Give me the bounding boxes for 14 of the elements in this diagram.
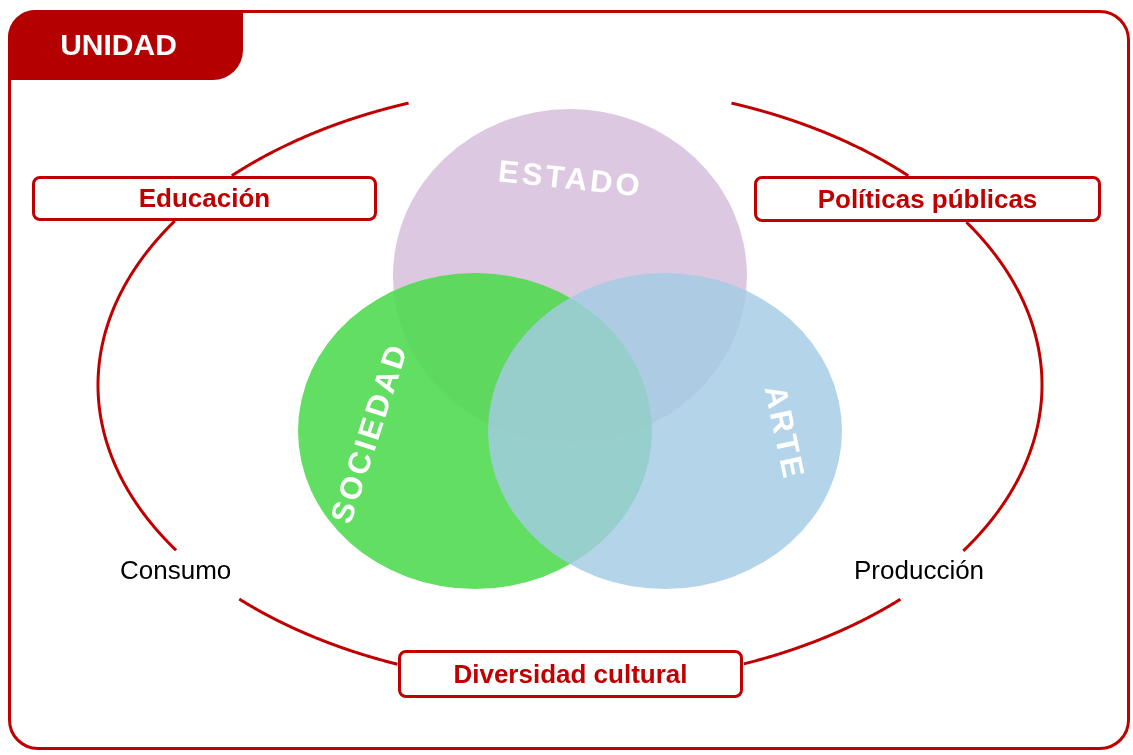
ring-arc: [962, 221, 1044, 552]
ring-arc: [730, 101, 910, 178]
label-box: Diversidad cultural: [398, 650, 743, 698]
frame-panel: [8, 10, 1130, 750]
ring-label: Producción: [854, 555, 1034, 595]
circle-label: ARTE: [756, 382, 812, 484]
heading-tab: UNIDAD: [8, 10, 243, 80]
ring-arc: [230, 101, 410, 177]
ring-arc: [96, 219, 178, 552]
label-box: Educación: [32, 176, 377, 221]
label-box: Políticas públicas: [754, 176, 1101, 222]
ring-arc: [238, 597, 398, 666]
ring-arc: [743, 597, 902, 666]
ring-label: Consumo: [120, 555, 278, 595]
